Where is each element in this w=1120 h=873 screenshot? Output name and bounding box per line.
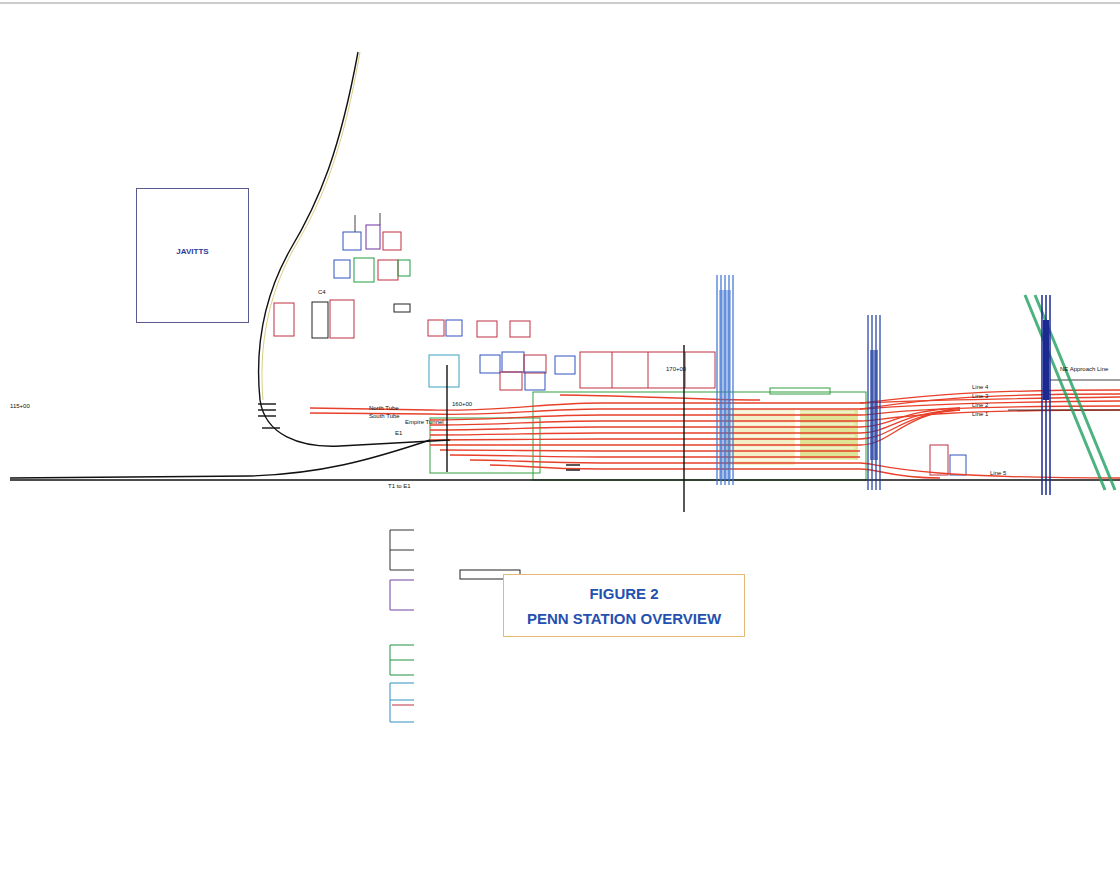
track-label: 170+00 [666, 366, 686, 372]
track-label: NE Approach Line [1060, 366, 1108, 372]
track-label: T1 to E1 [388, 483, 411, 489]
node-text: PENN STATION OVERVIEW [527, 610, 721, 627]
track-label: E1 [395, 430, 402, 436]
track-label: Line 4 [972, 384, 988, 390]
track-label: Line 3 [972, 393, 988, 399]
building-box: JAVITTS [136, 188, 249, 323]
track-label: 115+00 [10, 403, 30, 409]
node-text: FIGURE 2 [589, 585, 658, 602]
track-label: North Tube [369, 405, 399, 411]
track-label: Empire Tunnel [405, 419, 444, 425]
track-label: Line 5 [990, 470, 1006, 476]
track-label: Line 1 [972, 411, 988, 417]
caption-box: FIGURE 2 PENN STATION OVERVIEW [503, 574, 745, 637]
track-label: C4 [318, 289, 326, 295]
node-text: JAVITTS [176, 247, 208, 256]
track-label: South Tube [369, 413, 400, 419]
track-label: Line 2 [972, 402, 988, 408]
track-label: 160+00 [452, 401, 472, 407]
